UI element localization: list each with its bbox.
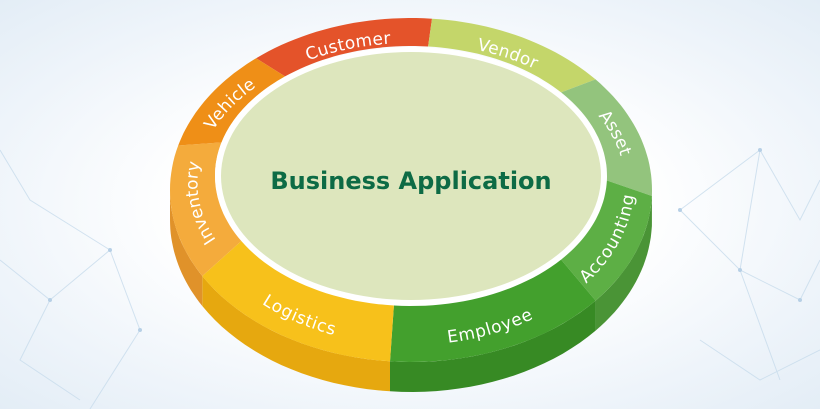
center-disc [221, 52, 601, 300]
ring-side-accounting [595, 196, 652, 331]
ring-segment-inventory [170, 142, 242, 276]
ring-segment-vendor [428, 18, 596, 93]
ring-side-inventory [170, 190, 203, 306]
ring-segment-logistics [202, 241, 394, 362]
diagram-title: Business Application [270, 167, 551, 195]
ring-side-logistics [202, 276, 390, 392]
ring-segment-accounting [561, 180, 652, 301]
ring-segment-vehicle [178, 58, 285, 146]
ring-side-employee [390, 300, 596, 392]
ring-segment-employee [390, 259, 596, 362]
ring-side-faces [170, 190, 652, 392]
ring-segments [170, 18, 652, 362]
ring-segment-asset [561, 79, 652, 196]
ring-segment-customer [256, 18, 432, 77]
